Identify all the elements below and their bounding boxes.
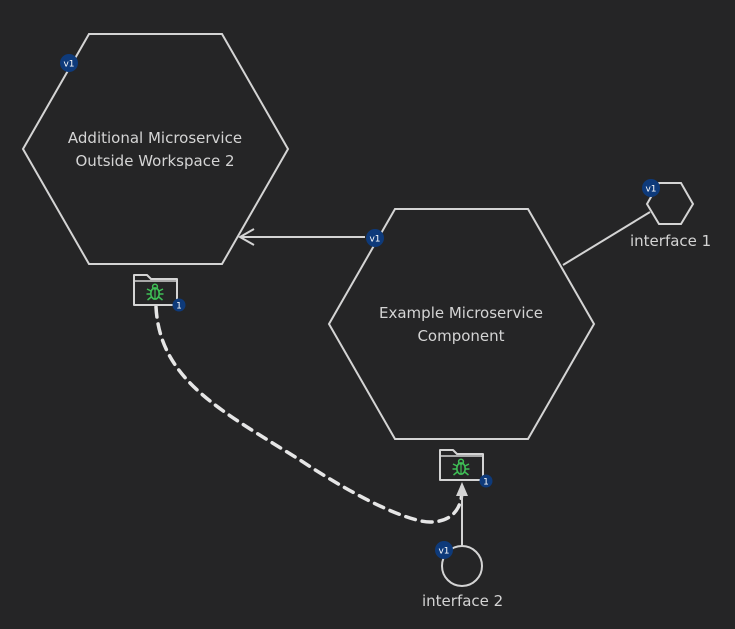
- svg-text:v1: v1: [369, 235, 380, 245]
- example-microservice-label: Example Microservice Component: [361, 302, 561, 348]
- interface-1-hexagon[interactable]: [645, 182, 695, 225]
- svg-text:v1: v1: [645, 185, 656, 195]
- version-badge: v1: [435, 541, 453, 559]
- additional-microservice-label: Additional Microservice Outside Workspac…: [55, 127, 255, 173]
- example-microservice-hexagon[interactable]: [327, 208, 596, 440]
- example-microservice-label-line1: Example Microservice: [379, 304, 543, 322]
- interface-2-label: interface 2: [420, 591, 506, 611]
- example-microservice-label-line2: Component: [417, 327, 505, 345]
- additional-microservice-label-line1: Additional Microservice: [67, 129, 243, 147]
- version-badge: v1: [60, 54, 78, 72]
- svg-text:v1: v1: [438, 547, 449, 557]
- dashed-link[interactable]: [154, 305, 464, 524]
- folder-count-badge: 1: [479, 474, 493, 488]
- svg-text:1: 1: [483, 478, 489, 488]
- connector-interface-2: [456, 482, 468, 547]
- interface-2-circle[interactable]: [441, 545, 483, 587]
- folder-count-badge: 1: [172, 298, 186, 312]
- connector-interface-1: [562, 211, 651, 266]
- additional-microservice-label-line2: Outside Workspace 2: [75, 152, 235, 170]
- version-badge: v1: [366, 229, 384, 247]
- folder-icon[interactable]: [133, 274, 178, 306]
- folder-icon[interactable]: [439, 449, 484, 481]
- svg-text:v1: v1: [63, 60, 74, 70]
- svg-text:1: 1: [176, 302, 182, 312]
- dependency-arrow[interactable]: [237, 228, 365, 246]
- version-badge: v1: [642, 179, 660, 197]
- interface-1-label: interface 1: [628, 231, 714, 251]
- additional-microservice-hexagon[interactable]: [21, 33, 290, 265]
